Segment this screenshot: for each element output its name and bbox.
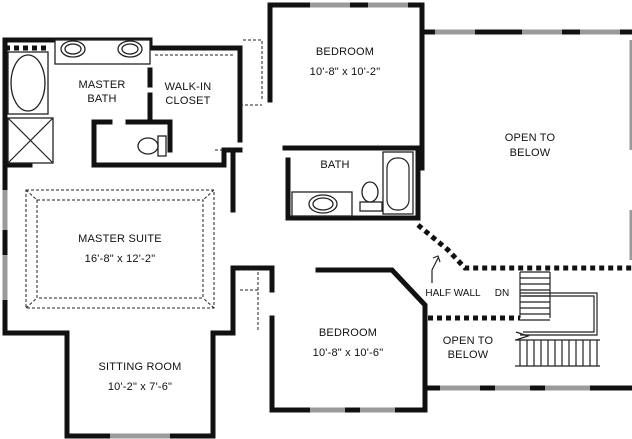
master-suite-size: 16'-8" x 12'-2" bbox=[85, 253, 156, 265]
stair-down-label: DN bbox=[495, 288, 509, 299]
sitting-room-size: 10'-2" x 7'-6" bbox=[108, 381, 172, 393]
half-wall-label: HALF WALL bbox=[425, 288, 481, 299]
bath-toilet-tank bbox=[359, 201, 383, 212]
half-walls bbox=[5, 45, 632, 321]
bath-name: BATH bbox=[320, 159, 349, 171]
bedroom-bottom-size: 10'-8" x 10'-6" bbox=[313, 347, 384, 359]
open-below-top-line1: OPEN TO bbox=[505, 132, 556, 144]
open-below-bottom-line1: OPEN TO bbox=[443, 335, 494, 347]
sitting-room-name: SITTING ROOM bbox=[98, 361, 181, 373]
closet-line1: WALK-IN bbox=[165, 81, 212, 93]
closet-line2: CLOSET bbox=[165, 95, 210, 107]
open-below-bottom-line2: BELOW bbox=[448, 349, 489, 361]
closet-outlines bbox=[25, 39, 263, 330]
stair-rail bbox=[515, 292, 598, 341]
fixtures bbox=[7, 39, 414, 217]
master-toilet-tank bbox=[157, 135, 167, 157]
master-suite-name: MASTER SUITE bbox=[78, 233, 162, 245]
bedroom-bottom-name: BEDROOM bbox=[319, 327, 377, 339]
staircase bbox=[515, 271, 600, 367]
bedroom-top-size: 10'-8" x 10'-2" bbox=[310, 66, 381, 78]
half-wall-arrow bbox=[431, 255, 441, 283]
open-below-top-line2: BELOW bbox=[510, 147, 551, 159]
master-bath-line2: BATH bbox=[87, 93, 116, 105]
room-labels: BEDROOM 10'-8" x 10'-2" MASTER BATH WALK… bbox=[78, 46, 555, 393]
bedroom-top-name: BEDROOM bbox=[316, 46, 374, 58]
master-bath-line1: MASTER bbox=[78, 79, 125, 91]
